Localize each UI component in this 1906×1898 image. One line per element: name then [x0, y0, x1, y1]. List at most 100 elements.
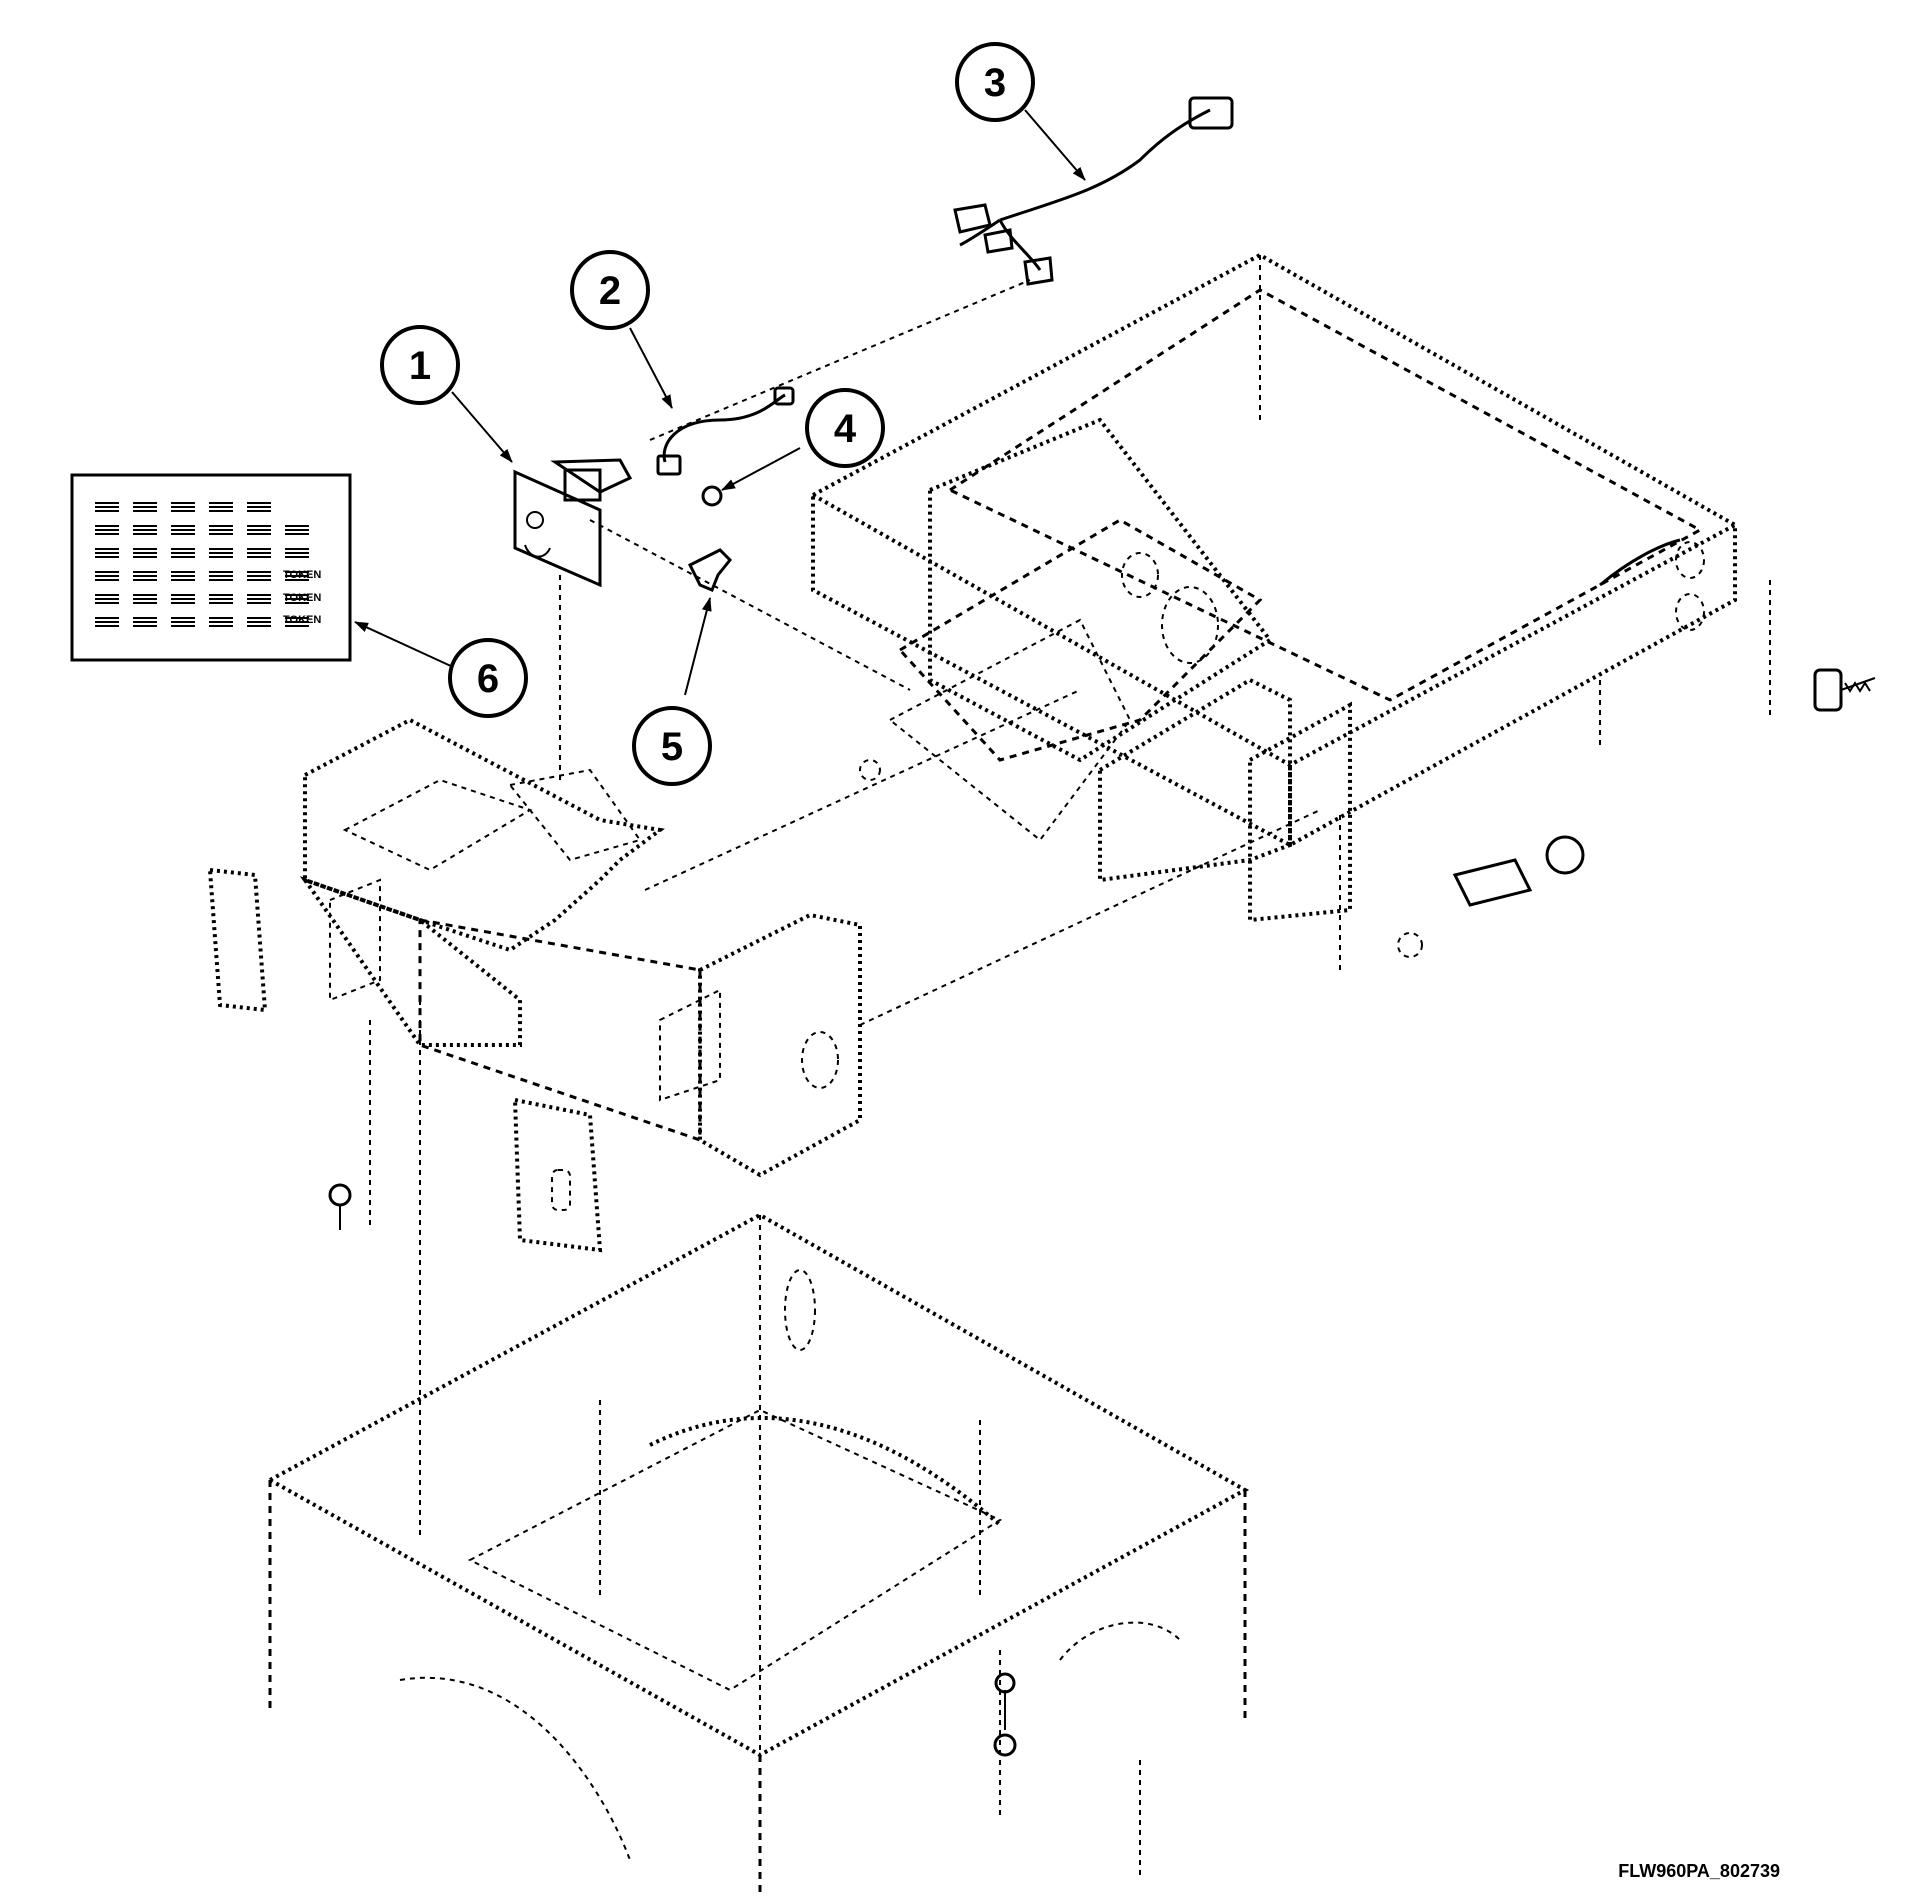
decal-grid-mark	[133, 594, 157, 596]
decal-grid-mark	[285, 621, 309, 623]
callout-2: 2	[570, 250, 650, 330]
decal-grid-mark	[171, 502, 195, 504]
decal-grid-mark	[95, 529, 119, 531]
decal-grid-mark	[285, 571, 309, 573]
decal-grid-mark	[209, 594, 233, 596]
decal-grid-mark	[247, 602, 271, 604]
decal-grid-mark	[209, 506, 233, 508]
part-6-price-decal: TOKEN TOKEN TOKEN	[70, 473, 352, 662]
decal-grid-mark	[133, 625, 157, 627]
decal-grid-mark	[247, 525, 271, 527]
decal-grid-mark	[209, 621, 233, 623]
decal-grid-mark	[285, 594, 309, 596]
callout-5-number: 5	[661, 725, 683, 769]
side-plate-front	[512, 1097, 603, 1253]
decal-grid-mark	[285, 598, 309, 600]
decal-grid-mark	[133, 533, 157, 535]
decal-grid-mark	[247, 594, 271, 596]
decal-grid-mark	[209, 579, 233, 581]
decal-grid-mark	[247, 548, 271, 550]
decal-grid-mark	[133, 579, 157, 581]
decal-grid-mark	[133, 617, 157, 619]
part-5-clip	[687, 548, 733, 592]
decal-grid-mark	[247, 571, 271, 573]
callout-3: 3	[955, 42, 1035, 122]
decal-grid-mark	[171, 556, 195, 558]
screw-left	[328, 1183, 352, 1230]
control-panel-housing	[811, 252, 1737, 923]
decal-grid-mark	[209, 533, 233, 535]
decal-grid-mark	[133, 510, 157, 512]
decal-grid-mark	[285, 525, 309, 527]
decal-grid-mark	[95, 575, 119, 577]
decal-grid-mark	[247, 598, 271, 600]
decal-grid-mark	[285, 552, 309, 554]
callout-6-number: 6	[477, 657, 499, 701]
decal-grid-mark	[95, 617, 119, 619]
callout-5: 5	[632, 706, 712, 786]
decal-grid-mark	[209, 502, 233, 504]
alignment-lines	[369, 279, 1771, 1880]
decal-grid-mark	[209, 525, 233, 527]
decal-grid-mark	[209, 548, 233, 550]
decal-grid-mark	[133, 571, 157, 573]
decal-grid-mark	[209, 571, 233, 573]
decal-grid-mark	[247, 533, 271, 535]
decal-grid-mark	[247, 510, 271, 512]
decal-grid-mark	[247, 506, 271, 508]
decal-token-1: TOKEN	[283, 569, 321, 581]
decal-grid-mark	[285, 579, 309, 581]
screw-right	[1813, 668, 1876, 712]
decal-grid-mark	[133, 529, 157, 531]
screw-bottom	[993, 1672, 1017, 1757]
decal-grid-mark	[209, 575, 233, 577]
decal-grid-mark	[285, 533, 309, 535]
meter-bracket	[299, 717, 862, 1178]
decal-grid-mark	[209, 602, 233, 604]
decal-grid-mark	[171, 510, 195, 512]
callout-4-number: 4	[834, 407, 857, 451]
small-fastener	[1397, 932, 1423, 958]
decal-grid-mark	[133, 525, 157, 527]
decal-grid-mark	[247, 502, 271, 504]
part-2-jumper-harness	[656, 386, 795, 476]
decal-grid-mark	[247, 579, 271, 581]
decal-grid-mark	[95, 602, 119, 604]
callout-2-number: 2	[599, 269, 621, 313]
decal-grid-mark	[285, 529, 309, 531]
decal-grid-mark	[133, 598, 157, 600]
callout-6: 6	[448, 638, 528, 718]
part-3-wire-harness	[953, 96, 1234, 286]
decal-grid-mark	[171, 525, 195, 527]
part-4-grommet	[701, 485, 723, 507]
decal-grid-mark	[95, 533, 119, 535]
decal-grid-mark	[285, 575, 309, 577]
decal-grid-mark	[247, 625, 271, 627]
decal-grid-mark	[95, 594, 119, 596]
callout-4: 4	[805, 388, 885, 468]
decal-grid-mark	[95, 571, 119, 573]
decal-grid-mark	[247, 556, 271, 558]
leader-lines	[354, 109, 1086, 696]
decal-grid-mark	[95, 548, 119, 550]
decal-grid-mark	[171, 571, 195, 573]
decal-grid-mark	[171, 602, 195, 604]
decal-grid-mark	[171, 625, 195, 627]
decal-grid-mark	[133, 575, 157, 577]
decal-grid-mark	[285, 556, 309, 558]
decal-grid-mark	[133, 502, 157, 504]
decal-grid-mark	[95, 556, 119, 558]
decal-grid-mark	[95, 552, 119, 554]
decal-grid-mark	[95, 625, 119, 627]
decal-token-2: TOKEN	[283, 592, 321, 604]
decal-grid-mark	[171, 529, 195, 531]
decal-grid-mark	[95, 506, 119, 508]
decal-grid-mark	[133, 552, 157, 554]
callout-3-number: 3	[984, 61, 1006, 105]
decal-grid-mark	[133, 621, 157, 623]
decal-grid-mark	[209, 598, 233, 600]
decal-grid-mark	[171, 575, 195, 577]
decal-grid-mark	[285, 617, 309, 619]
decal-grid-mark	[95, 598, 119, 600]
